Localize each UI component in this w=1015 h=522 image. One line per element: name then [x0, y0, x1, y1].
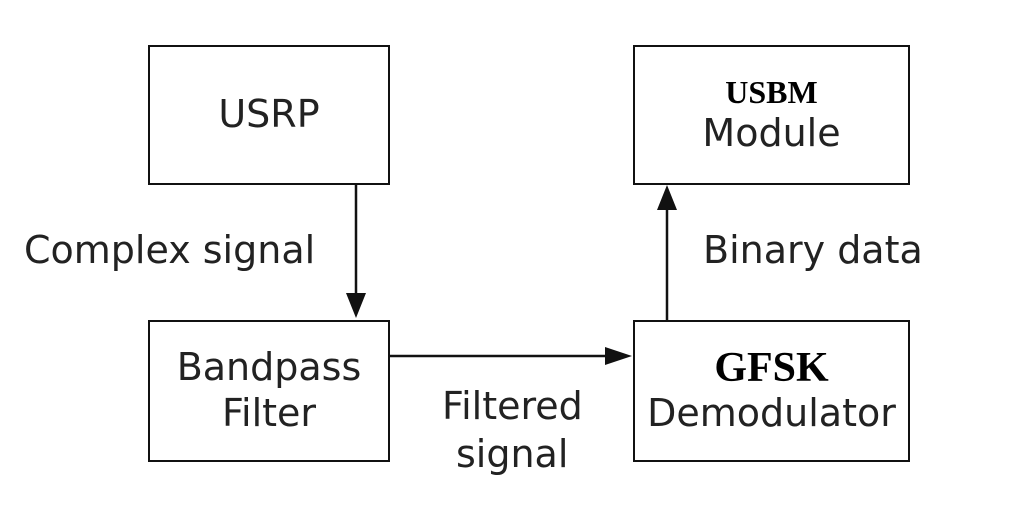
- bandpass-filter-block: Bandpass Filter: [148, 320, 390, 462]
- arrowhead-gfsk-to-usbm: [657, 185, 677, 210]
- gfsk-subtitle: Demodulator: [647, 391, 896, 436]
- binary-data-label: Binary data: [703, 228, 923, 272]
- filtered-signal-label-line-1: Filtered: [442, 384, 583, 428]
- gfsk-demodulator-block: GFSK Demodulator: [633, 320, 910, 462]
- usbm-subtitle: Module: [702, 110, 841, 155]
- arrowhead-bandpass-to-gfsk: [605, 347, 632, 365]
- usrp-label: USRP: [218, 92, 320, 137]
- filtered-signal-label-line-2: signal: [456, 432, 569, 476]
- bandpass-line-1: Bandpass: [176, 345, 362, 390]
- gfsk-title: GFSK: [714, 345, 829, 392]
- arrowhead-usrp-to-bandpass: [346, 293, 366, 318]
- usbm-title: USBM: [725, 73, 818, 110]
- bandpass-line-2: Filter: [221, 391, 317, 435]
- usbm-module-block: USBM Module: [633, 45, 910, 185]
- complex-signal-label: Complex signal: [24, 228, 316, 272]
- usrp-block: USRP: [148, 45, 390, 185]
